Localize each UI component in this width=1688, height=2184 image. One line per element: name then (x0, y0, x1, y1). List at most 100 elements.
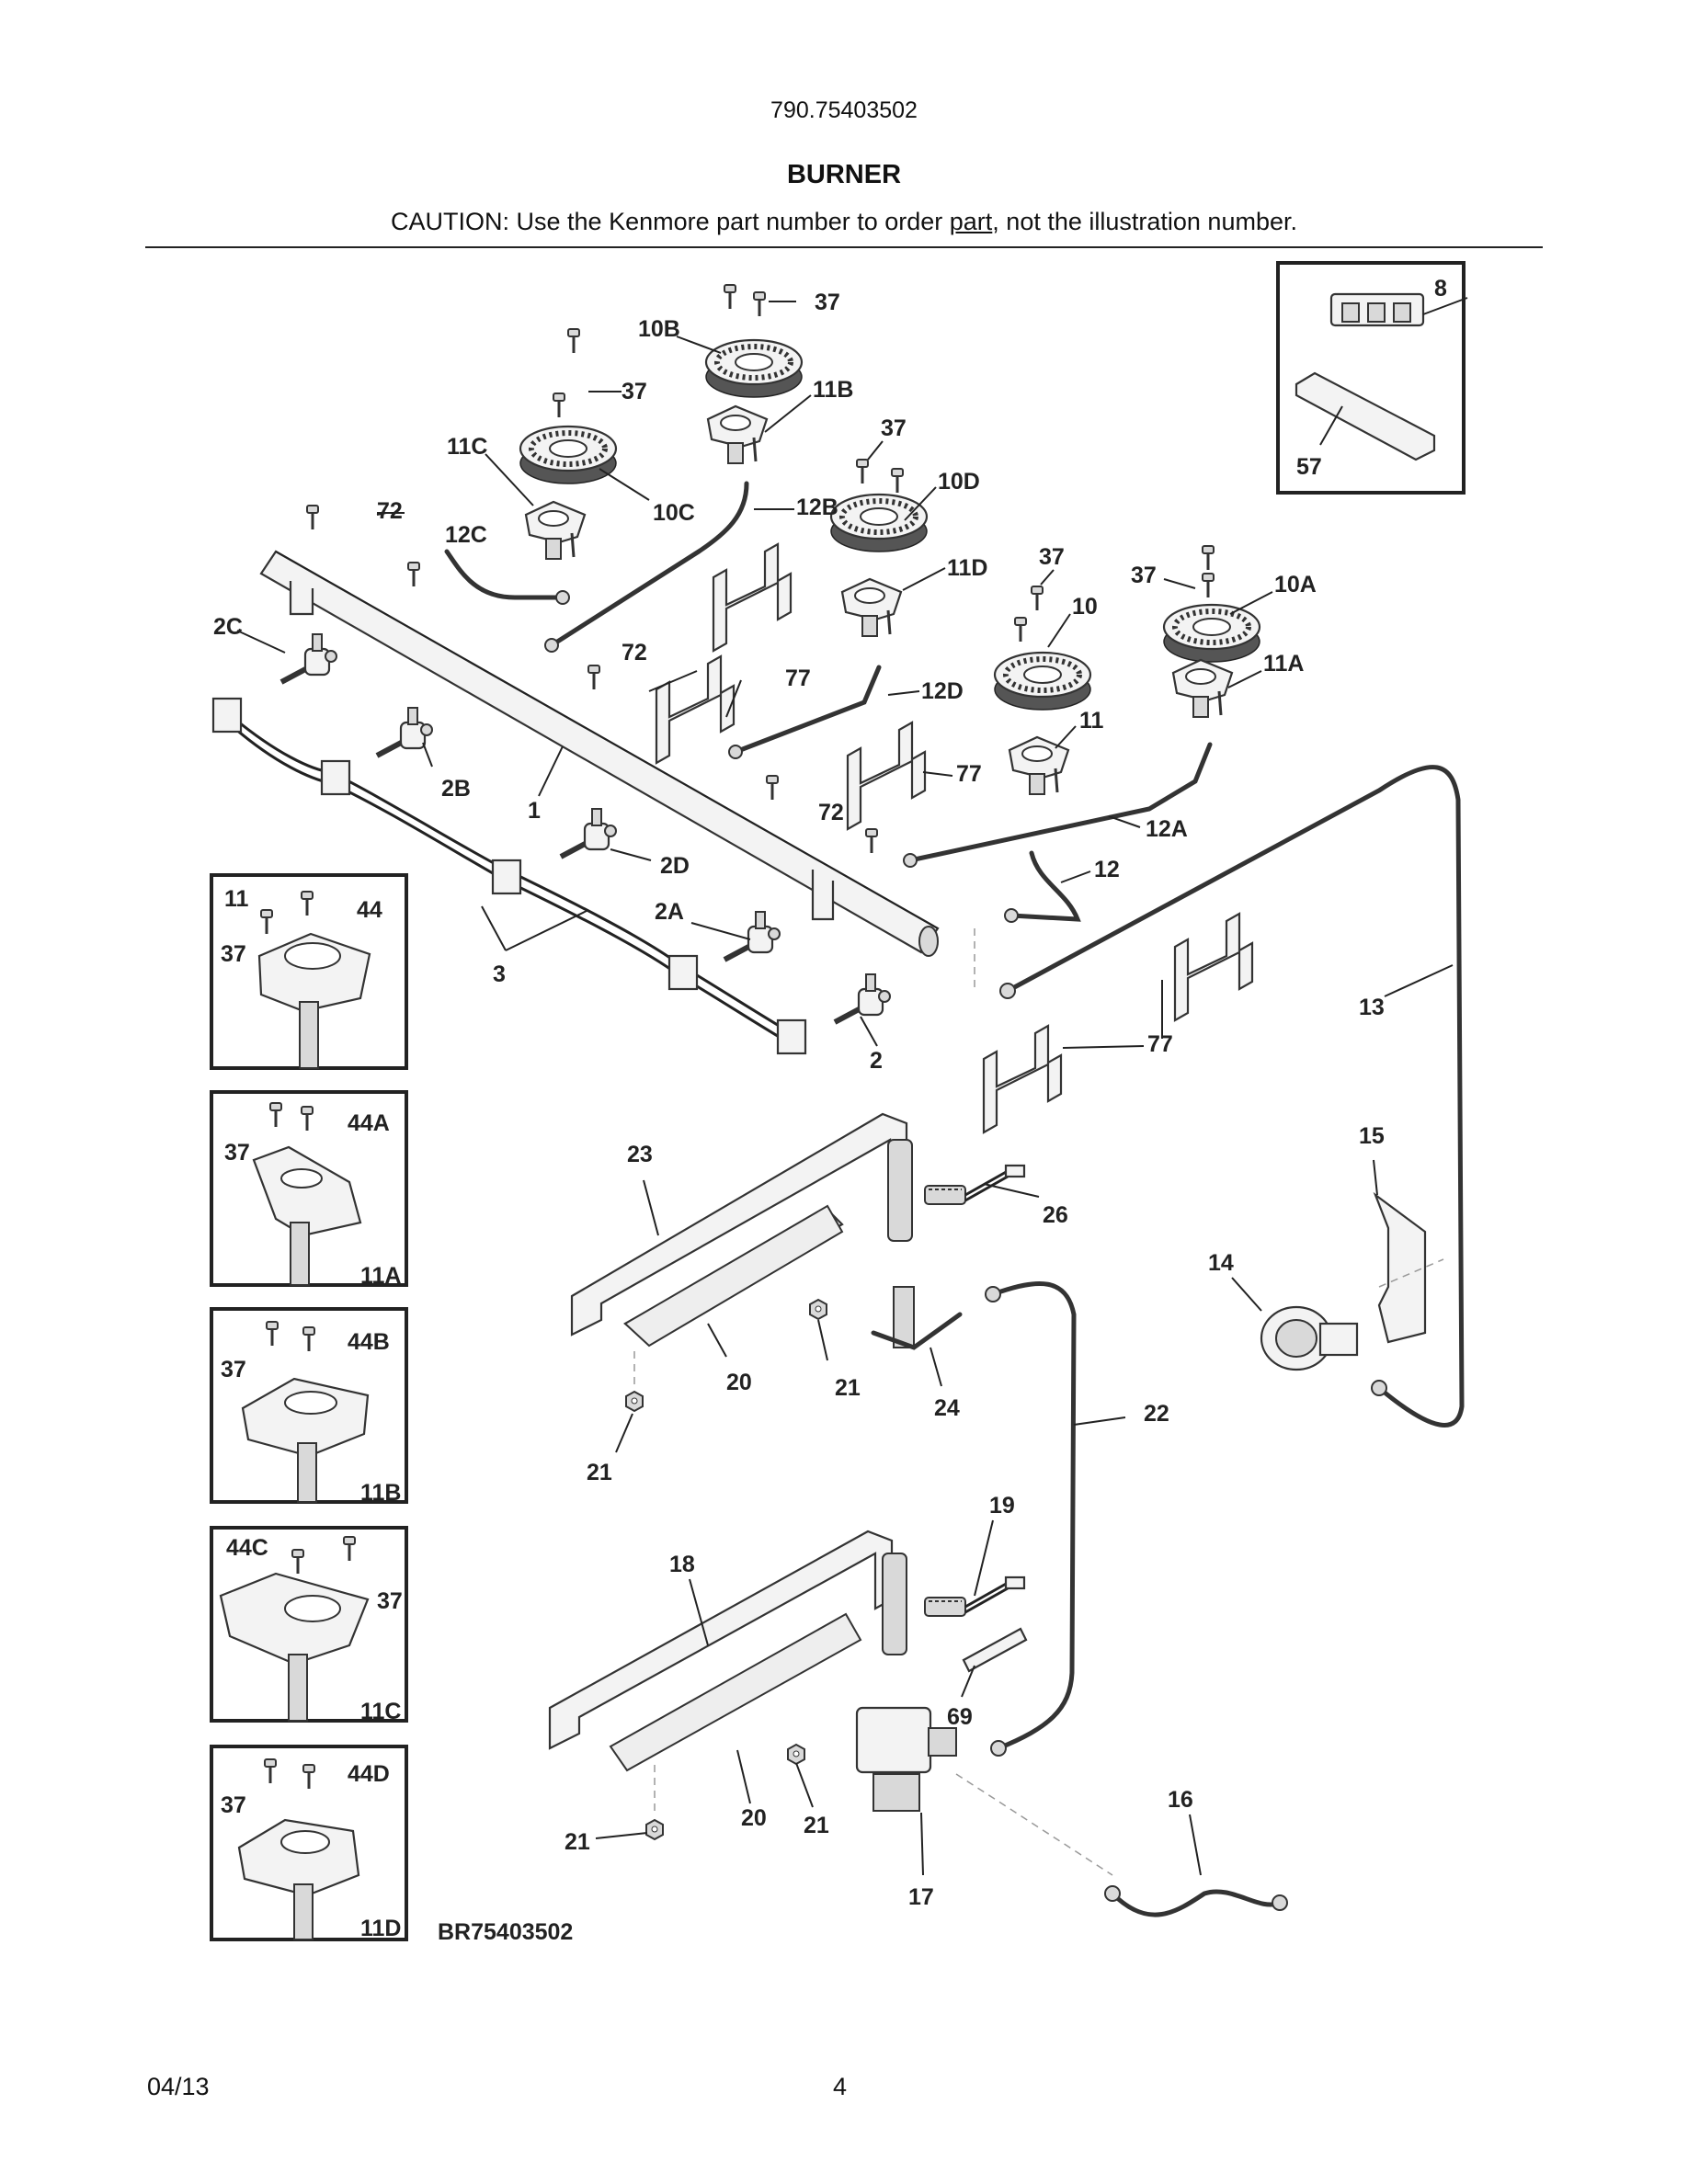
broil-burner-18 (548, 1530, 907, 1750)
callout-11b: 11B (813, 377, 853, 403)
callout-20: 20 (726, 1370, 752, 1395)
callout-44b: 44B (348, 1329, 390, 1355)
callout-72: 72 (377, 498, 403, 524)
callout-37: 37 (224, 1140, 250, 1166)
callout-37: 37 (1131, 563, 1157, 588)
baffle-20-upper (623, 1204, 844, 1348)
burner-cap-10d (831, 495, 927, 552)
callout-21: 21 (835, 1375, 861, 1401)
callout-26: 26 (1043, 1202, 1068, 1228)
callout-37: 37 (221, 941, 246, 967)
callout-labels: 37 10B 11B 37 11C 10C 12B 37 10D 11D 37 … (213, 276, 1447, 1941)
wire-harness (211, 697, 807, 1055)
callout-20: 20 (741, 1805, 767, 1831)
callout-2b: 2B (441, 776, 471, 802)
nut-21-c (787, 1744, 805, 1765)
callout-21: 21 (804, 1813, 829, 1838)
callout-11b: 11B (360, 1480, 401, 1506)
valve-2d (561, 809, 616, 857)
inset-detail-11c (210, 1526, 408, 1723)
valve-2a (724, 912, 780, 960)
callout-16: 16 (1168, 1787, 1193, 1813)
inset-detail-11a (210, 1090, 408, 1287)
callout-44: 44 (357, 897, 382, 923)
callout-24: 24 (934, 1395, 960, 1421)
burner-base-11b (706, 404, 769, 465)
oven-igniter-26 (923, 1164, 1026, 1206)
inset-spark-module (1276, 261, 1466, 495)
callout-22: 22 (1144, 1401, 1169, 1427)
alignment-lines (633, 928, 1444, 1876)
inset-detail-11b (210, 1307, 408, 1504)
inset-detail-11d (210, 1745, 408, 1941)
pressure-regulator-14 (1260, 1305, 1359, 1371)
burner-tubes (444, 481, 1465, 1917)
footer-date: 04/13 (147, 2073, 210, 2100)
burner-cap-10a (1164, 605, 1260, 662)
callout-12c: 12C (445, 522, 487, 548)
callout-77: 77 (1147, 1031, 1173, 1057)
diagram-code: BR75403502 (438, 1919, 573, 1945)
callout-57: 57 (1296, 454, 1322, 480)
callout-37: 37 (221, 1792, 246, 1818)
burner-base-11 (1008, 735, 1070, 796)
callout-72: 72 (622, 640, 647, 665)
valve-2b (377, 708, 432, 756)
callout-1: 1 (528, 798, 541, 824)
leader-lines (236, 297, 1468, 1876)
callout-44a: 44A (348, 1110, 390, 1136)
bracket-77-c (846, 721, 927, 831)
valve-2 (835, 974, 890, 1022)
safety-valve-17 (855, 1706, 957, 1812)
burner-base-11c (524, 500, 587, 561)
callout-72: 72 (818, 800, 844, 825)
callout-23: 23 (627, 1142, 653, 1167)
nut-21-b (625, 1391, 644, 1412)
burner-cap-10c (520, 427, 616, 483)
bracket-77-a (712, 542, 793, 653)
nut-21-a (809, 1299, 827, 1320)
callout-37: 37 (881, 415, 907, 441)
burner-base-11d (840, 577, 903, 638)
regulator-bracket-15 (1373, 1191, 1427, 1344)
valve-2c (281, 634, 336, 682)
callout-37: 37 (377, 1588, 403, 1614)
callout-10c: 10C (653, 500, 695, 526)
callout-10a: 10A (1274, 572, 1317, 597)
burner-cap-10 (995, 653, 1090, 710)
callout-2a: 2A (655, 899, 684, 925)
callout-13: 13 (1359, 995, 1385, 1020)
callout-69: 69 (947, 1704, 973, 1730)
callout-77: 77 (785, 665, 811, 691)
callout-15: 15 (1359, 1123, 1385, 1149)
orifice-holder-24 (871, 1286, 963, 1350)
burner-base-11a (1171, 658, 1234, 719)
callout-11: 11 (1079, 708, 1104, 734)
bracket-77-e (982, 1024, 1063, 1134)
callout-11a: 11A (360, 1263, 401, 1289)
caution-note: CAUTION: Use the Kenmore part number to … (0, 208, 1688, 236)
section-title: BURNER (786, 160, 902, 189)
callout-3: 3 (493, 961, 506, 987)
callout-12a: 12A (1146, 816, 1188, 842)
callout-77: 77 (956, 761, 982, 787)
callout-37: 37 (815, 290, 840, 315)
callout-2d: 2D (660, 853, 690, 879)
burner-cap-10b (706, 340, 802, 397)
callout-14: 14 (1208, 1250, 1234, 1276)
callout-10d: 10D (938, 469, 980, 495)
callout-12: 12 (1094, 857, 1120, 882)
baffle-20-lower (609, 1612, 862, 1772)
page-number: 4 (833, 2073, 848, 2100)
callout-37: 37 (622, 379, 647, 404)
callout-2: 2 (870, 1048, 883, 1074)
callout-18: 18 (669, 1552, 695, 1577)
oven-burner-23 (570, 1112, 913, 1340)
callout-44c: 44C (226, 1535, 268, 1561)
manifold-pipe (259, 550, 940, 957)
broil-igniter-19 (923, 1575, 1026, 1618)
callout-19: 19 (989, 1493, 1015, 1519)
igniter-shield-69 (962, 1627, 1028, 1673)
callout-11d: 11D (947, 555, 987, 581)
caution-text-start: CAUTION: Use the Kenmore part number to … (391, 208, 950, 235)
